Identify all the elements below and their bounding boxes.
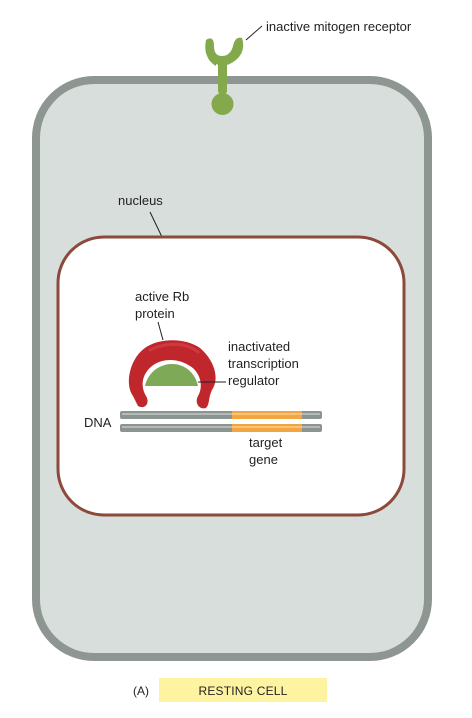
rb-leader-line	[157, 321, 164, 341]
target-gene-label-line1: target	[249, 435, 283, 450]
rb-protein-icon	[128, 340, 216, 409]
rb-protein-label-line1: active Rb	[135, 289, 189, 304]
receptor-leader-line	[245, 25, 263, 41]
nucleus-leader-line	[149, 211, 163, 238]
nucleus-label: nucleus	[118, 193, 163, 208]
transcription-regulator-label-line3: regulator	[228, 373, 280, 388]
transcription-regulator-icon	[145, 364, 198, 386]
transcription-regulator-label-line2: transcription	[228, 356, 299, 371]
nucleus	[56, 235, 406, 517]
target-gene-region	[232, 411, 302, 432]
transcription-regulator-label-line1: inactivated	[228, 339, 290, 354]
rb-protein-label-line2: protein	[135, 306, 175, 321]
mitogen-receptor-icon	[205, 37, 244, 115]
caption-bar	[159, 678, 327, 702]
caption-title: RESTING CELL	[198, 684, 287, 698]
caption-panel-letter: (A)	[133, 684, 149, 698]
target-gene-label-line2: gene	[249, 452, 278, 467]
dna-label: DNA	[84, 415, 112, 430]
receptor-label: inactive mitogen receptor	[266, 19, 412, 34]
